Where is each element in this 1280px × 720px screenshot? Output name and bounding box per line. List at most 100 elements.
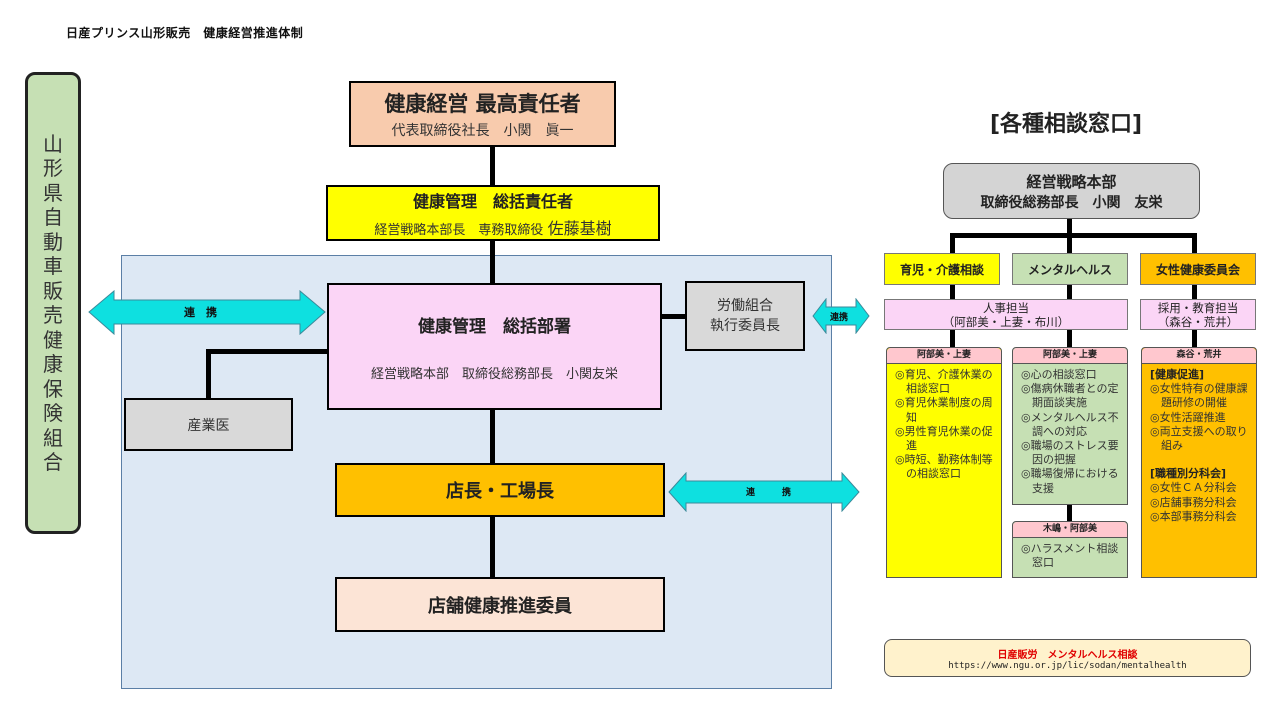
chief-health-officer-box: 健康経営 最高責任者 代表取締役社長 小関 眞一	[349, 81, 616, 147]
card-item: ◎心の相談窓口	[1021, 368, 1097, 381]
card-item: ◎メンタルヘルス不調への対応	[1021, 410, 1119, 438]
connector-branch-women	[1192, 233, 1197, 253]
health-insurance-union-box: 山形県自動車販売健康保険組合	[25, 72, 81, 534]
connector-branch-childcare	[950, 233, 955, 253]
connector-card2-card3	[1067, 504, 1072, 521]
hr-main-line2: （阿部美・上妻・布川）	[942, 314, 1070, 329]
category-women-health: 女性健康委員会	[1140, 253, 1256, 285]
connector-supervisor-dept	[490, 241, 495, 283]
card-section-title: [健康促進]	[1150, 368, 1205, 381]
connector-head-branch	[950, 233, 1197, 238]
health-management-dept-title: 健康管理 総括部署	[418, 316, 571, 337]
store-health-promoter-label: 店舗健康推進委員	[428, 595, 572, 617]
union-label-char: 山	[43, 131, 63, 156]
card-mental-health-head: 阿部美・上妻	[1013, 348, 1127, 364]
card-harassment: 木嶋・阿部美 ◎ハラスメント相談窓口	[1012, 521, 1128, 578]
card-item: ◎傷病休職者との定期面談実施	[1021, 382, 1119, 410]
card-section-title: [職種別分科会]	[1150, 467, 1227, 481]
connector-childcare-hr	[950, 285, 955, 299]
union-label-char: 動	[43, 229, 63, 254]
labor-union-line1: 労働組合	[717, 298, 773, 314]
hr-women-line2: （森谷・荒井）	[1157, 314, 1239, 329]
connector-mental-hr	[1067, 285, 1072, 299]
consultation-title: [各種相談窓口]	[990, 112, 1143, 137]
card-item: ◎育児休業制度の周知	[895, 396, 993, 424]
union-label-char: 車	[43, 254, 63, 278]
left-arrow-label: 連 携	[184, 306, 217, 319]
store-health-promoter-box: 店舗健康推進委員	[335, 577, 665, 632]
connector-dept-store	[490, 410, 495, 463]
health-management-dept-subtitle: 経営戦略本部 取締役総務部長 小関友栄	[370, 366, 618, 382]
health-supervisor-name: 佐藤基樹	[547, 218, 612, 238]
union-arrow-label: 連携	[830, 313, 849, 323]
mental-health-link-url[interactable]: https://www.ngu.or.jp/lic/sodan/mentalhe…	[948, 660, 1187, 671]
card-women-health-body: [健康促進] ◎女性特有の健康課題研修の開催 ◎女性活躍推進 ◎両立支援への取り…	[1142, 364, 1256, 524]
card-item: ◎女性ＣＡ分科会	[1150, 481, 1237, 495]
double-arrow-store-icon	[668, 472, 860, 512]
union-label-char: 自	[43, 205, 63, 229]
double-arrow-union-icon	[812, 298, 870, 334]
mental-health-link-box[interactable]: 日産販労 メンタルヘルス相談 https://www.ngu.or.jp/lic…	[884, 639, 1251, 677]
hr-main-line1: 人事担当	[983, 300, 1029, 315]
card-item: ◎時短、勤務体制等の相談窓口	[895, 453, 993, 481]
card-item: ◎女性特有の健康課題研修の開催	[1150, 382, 1248, 410]
chief-health-officer-name: 代表取締役社長 小関 眞一	[391, 123, 574, 139]
labor-union-line2: 執行委員長	[710, 318, 780, 334]
union-label-char: 合	[43, 450, 63, 474]
union-label-char: 保	[43, 376, 63, 401]
card-item: ◎女性活躍推進	[1150, 410, 1226, 424]
connector-hr-card2	[1067, 330, 1072, 347]
union-label-char: 康	[43, 352, 63, 376]
union-label-char: 県	[43, 180, 63, 205]
labor-union-box: 労働組合 執行委員長	[685, 281, 805, 351]
health-supervisor-title: 健康管理 総括責任者	[412, 191, 573, 211]
card-childcare-head: 阿部美・上妻	[887, 348, 1001, 364]
connector-hr-card4	[1192, 330, 1197, 347]
connector-dept-doctor-h	[206, 349, 327, 354]
connector-hr-card1	[950, 330, 955, 347]
connector-top-supervisor	[490, 147, 495, 185]
health-supervisor-role: 経営戦略本部長 専務取締役	[374, 222, 544, 238]
union-label-char: 販	[43, 278, 63, 303]
management-strategy-head-line1: 経営戦略本部	[1026, 172, 1117, 191]
hr-women-line1: 採用・教育担当	[1157, 300, 1239, 315]
card-childcare: 阿部美・上妻 ◎育児、介護休業の相談窓口 ◎育児休業制度の周知 ◎男性育児休業の…	[886, 347, 1002, 578]
card-item: ◎両立支援への取り組み	[1150, 424, 1248, 453]
union-label-char: 険	[43, 401, 63, 425]
card-item: ◎男性育児休業の促進	[895, 424, 993, 453]
connector-dept-union	[662, 314, 685, 319]
management-strategy-head-box: 経営戦略本部 取締役総務部長 小関 友栄	[943, 163, 1200, 219]
industrial-doctor-label: 産業医	[187, 417, 230, 434]
card-childcare-body: ◎育児、介護休業の相談窓口 ◎育児休業制度の周知 ◎男性育児休業の促進 ◎時短、…	[887, 364, 1001, 482]
card-item: ◎本部事務分科会	[1150, 509, 1237, 523]
card-mental-health: 阿部美・上妻 ◎心の相談窓口 ◎傷病休職者との定期面談実施 ◎メンタルヘルス不調…	[1012, 347, 1128, 505]
union-label-char: 健	[43, 327, 63, 352]
union-label-char: 売	[43, 303, 63, 327]
category-mental-health: メンタルヘルス	[1012, 253, 1128, 285]
card-item: ◎職場のストレス要因の把握	[1021, 439, 1119, 467]
chief-health-officer-title: 健康経営 最高責任者	[384, 92, 581, 116]
hr-women-box: 採用・教育担当 （森谷・荒井）	[1140, 299, 1256, 330]
health-management-dept-box: 健康管理 総括部署 経営戦略本部 取締役総務部長 小関友栄	[327, 283, 662, 410]
card-harassment-head: 木嶋・阿部美	[1013, 522, 1127, 538]
connector-store-promoter	[490, 517, 495, 577]
category-childcare: 育児・介護相談	[884, 253, 1000, 285]
card-women-health-head: 森谷・荒井	[1142, 348, 1256, 364]
card-item: ◎ハラスメント相談窓口	[1021, 542, 1119, 570]
industrial-doctor-box: 産業医	[124, 398, 293, 451]
store-manager-label: 店長・工場長	[446, 481, 554, 502]
page-title: 日産プリンス山形販売 健康経営推進体制	[66, 26, 304, 40]
health-supervisor-subtitle: 経営戦略本部長 専務取締役 佐藤基樹	[374, 215, 611, 239]
mental-health-link-title: 日産販労 メンタルヘルス相談	[997, 649, 1138, 661]
card-spacer	[1150, 453, 1252, 467]
hr-main-box: 人事担当 （阿部美・上妻・布川）	[884, 299, 1128, 330]
double-arrow-left-icon	[88, 290, 326, 335]
management-strategy-head-line2: 取締役総務部長 小関 友栄	[980, 194, 1163, 211]
union-label-char: 組	[43, 425, 63, 450]
store-arrow-label: 連 携	[746, 488, 792, 498]
card-mental-health-body: ◎心の相談窓口 ◎傷病休職者との定期面談実施 ◎メンタルヘルス不調への対応 ◎職…	[1013, 364, 1127, 496]
store-manager-box: 店長・工場長	[335, 463, 665, 517]
union-label-char: 形	[43, 156, 63, 180]
card-women-health: 森谷・荒井 [健康促進] ◎女性特有の健康課題研修の開催 ◎女性活躍推進 ◎両立…	[1141, 347, 1257, 578]
card-item: ◎職場復帰における支援	[1021, 467, 1119, 495]
